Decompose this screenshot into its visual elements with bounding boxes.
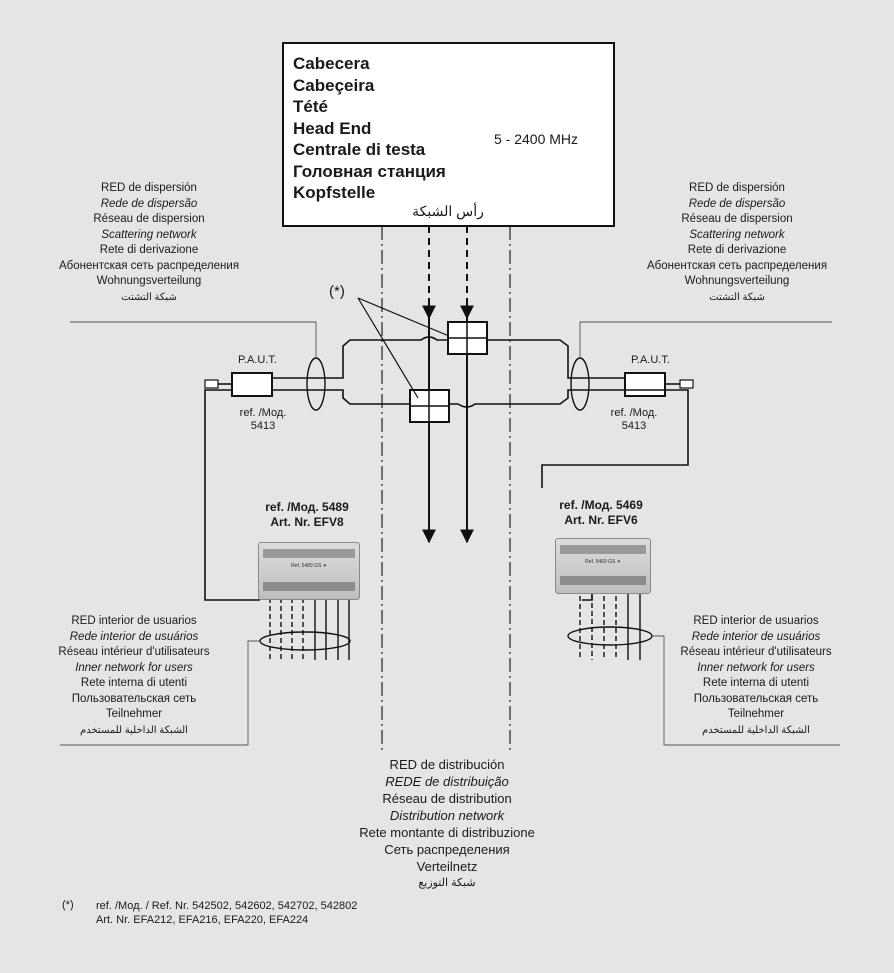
label-line: Distribution network (389, 808, 505, 823)
label-line: Rede interior de usuários (69, 630, 199, 643)
headend-name: Головная станция (293, 161, 446, 181)
paut-left-ref: ref. /Мод. 5413 (240, 407, 287, 433)
headend-box (282, 42, 615, 227)
inner-network-left: RED interior de usuarios Rede interior d… (58, 614, 209, 738)
label-line: Teilnehmer (105, 708, 163, 720)
paut-ref-text: ref. /Мод. (610, 407, 658, 419)
headend-arabic: رأس الشبكة (412, 203, 484, 219)
label-line: Réseau de distribution (382, 791, 512, 806)
device-ref: ref. /Мод. 5489 (265, 500, 349, 514)
label-line: Rede de dispersão (688, 197, 786, 210)
label-line: Wohnungsverteilung (96, 275, 202, 287)
label-line: Rete interna di utenti (702, 677, 810, 689)
paut-ref-number: 5413 (621, 420, 647, 432)
scatter-network-right: RED de dispersión Rede de dispersão Rése… (647, 181, 827, 305)
device-art: Art. Nr. EFV6 (564, 513, 638, 527)
footnote-line: Art. Nr. EFA212, EFA216, EFA220, EFA224 (96, 914, 309, 926)
paut-left-ring (306, 357, 326, 411)
label-line: Пользовательская сеть (71, 692, 197, 705)
device-left-image: Ref. 5489 GS ✦ (258, 542, 360, 600)
label-line: Réseau intérieur d'utilisateurs (680, 646, 832, 658)
label-line: Rete interna di utenti (80, 677, 188, 689)
paut-left-body (231, 372, 273, 397)
inner-left-ring (259, 631, 351, 651)
label-line: Réseau de dispersion (93, 213, 205, 225)
device-right-image: Ref. 5469 GS ✦ (555, 538, 651, 594)
frequency-range: 5 - 2400 MHz (494, 131, 579, 147)
paut-right-ref: ref. /Мод. 5413 (611, 407, 658, 433)
label-line: Абонентская сеть распределения (58, 259, 240, 272)
label-line: الشبكة الداخلية للمستخدم (702, 724, 810, 736)
headend-names: Cabecera Cabeçeira Tété Head End Central… (293, 53, 446, 204)
paut-right-body (624, 372, 666, 397)
device-plate: Ref. 5469 GS ✦ (585, 559, 621, 565)
label-line: Réseau de dispersion (681, 213, 793, 225)
label-line: RED de distribución (389, 757, 505, 772)
paut-right-label: P.A.U.T. (631, 354, 670, 366)
footnote-line: ref. /Мод. / Ref. Nr. 542502, 542602, 54… (96, 900, 358, 912)
asterisk-marker: (*) (329, 283, 345, 300)
label-line: Teilnehmer (727, 708, 785, 720)
headend-name: Head End (293, 118, 372, 138)
label-line: Абонентская сеть распределения (646, 259, 828, 272)
device-ref: ref. /Мод. 5469 (559, 498, 643, 512)
label-line: Inner network for users (75, 661, 193, 674)
headend-name: Cabecera (293, 54, 370, 73)
headend-name: Tété (293, 97, 328, 116)
device-art: Art. Nr. EFV8 (270, 515, 344, 529)
label-line: Rede de dispersão (100, 197, 198, 210)
label-line: Inner network for users (697, 661, 815, 674)
label-line: Rete di derivazione (99, 244, 199, 256)
label-line: Verteilnetz (416, 859, 478, 874)
paut-ref-number: 5413 (250, 420, 276, 432)
footnote-mark: (*) (62, 899, 74, 911)
scatter-network-left: RED de dispersión Rede de dispersão Rése… (59, 181, 239, 305)
label-line: Wohnungsverteilung (684, 275, 790, 287)
label-line: REDE de distribuição (385, 774, 509, 789)
label-line: RED de dispersión (101, 182, 197, 194)
label-line: Rete montante di distribuzione (359, 825, 535, 840)
paut-left-plug (204, 379, 219, 389)
label-line: شبكة التشتت (709, 291, 765, 303)
paut-ref-text: ref. /Мод. (239, 407, 287, 419)
headend-name: Centrale di testa (293, 140, 426, 159)
label-line: شبكة التشتت (121, 291, 177, 303)
label-line: Пользовательская сеть (693, 692, 819, 705)
distribution-network: RED de distribución REDE de distribuição… (359, 756, 535, 891)
label-line: Scattering network (689, 228, 785, 241)
paut-right-ring (570, 357, 590, 411)
label-line: شبكة التوزيع (418, 877, 476, 889)
label-line: Сеть распределения (384, 842, 510, 857)
label-line: Scattering network (101, 228, 197, 241)
label-line: RED interior de usuarios (71, 615, 197, 627)
paut-left-label: P.A.U.T. (238, 354, 277, 366)
label-line: Rede interior de usuários (691, 630, 821, 643)
device-right-caption: ref. /Мод. 5469 Art. Nr. EFV6 (559, 498, 643, 528)
paut-right-plug (679, 379, 694, 389)
headend-name: Cabeçeira (293, 75, 375, 95)
label-line: Rete di derivazione (687, 244, 787, 256)
device-plate: Ref. 5489 GS ✦ (291, 563, 327, 569)
label-line: الشبكة الداخلية للمستخدم (80, 724, 188, 736)
label-line: RED interior de usuarios (693, 615, 819, 627)
inner-network-right: RED interior de usuarios Rede interior d… (680, 614, 831, 738)
label-line: Réseau intérieur d'utilisateurs (58, 646, 210, 658)
device-left-caption: ref. /Мод. 5489 Art. Nr. EFV8 (265, 500, 349, 530)
headend-name: Kopfstelle (293, 183, 376, 202)
footnote-text: ref. /Мод. / Ref. Nr. 542502, 542602, 54… (96, 899, 357, 927)
label-line: RED de dispersión (689, 182, 785, 194)
